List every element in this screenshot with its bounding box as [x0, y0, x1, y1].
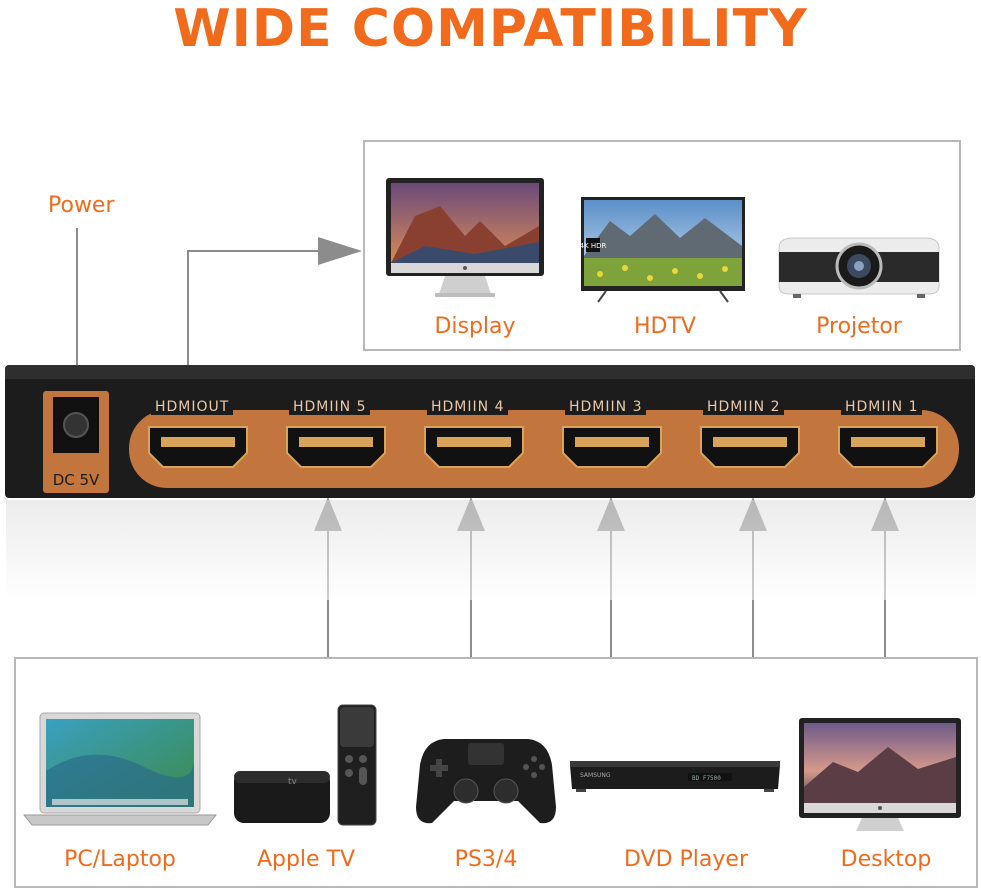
page-title: WIDE COMPATIBILITY	[173, 0, 808, 59]
output-label-display: Display	[434, 314, 516, 339]
source-label-dvd-player: DVD Player	[624, 847, 748, 872]
source-label-apple-tv: Apple TV	[256, 847, 356, 872]
hdmi-in-3-port[interactable]	[562, 426, 662, 468]
device-reflection	[6, 500, 976, 600]
hdmi-in-2-port[interactable]	[700, 426, 800, 468]
gamepad-icon	[416, 739, 556, 824]
hdtv-icon: 4K HDR	[580, 197, 745, 303]
port-label-hdmi-in-3: HDMIIN 3	[565, 399, 647, 415]
source-label-ps3-4: PS3/4	[454, 847, 518, 872]
source-label-desktop: Desktop	[840, 847, 932, 872]
output-devices-box: Display 4K HDR HDTV Projetor	[363, 140, 961, 351]
output-label-hdtv: HDTV	[634, 314, 696, 339]
svg-text:SAMSUNG: SAMSUNG	[580, 772, 611, 779]
hdmi-out-port[interactable]	[148, 426, 248, 468]
projector-icon	[778, 237, 940, 298]
dc-power-panel: DC 5V	[43, 391, 109, 493]
port-label-hdmi-in-2: HDMIIN 2	[703, 399, 785, 415]
imac-display-icon	[386, 178, 544, 297]
dvd-player-icon: SAMSUNG BD F7500	[570, 761, 780, 792]
power-label: Power	[48, 193, 115, 218]
tv-4k-badge: 4K HDR	[580, 242, 607, 250]
hdmi-in-1-port[interactable]	[838, 426, 938, 468]
dc-label: DC 5V	[52, 471, 100, 489]
laptop-icon	[22, 712, 218, 826]
dc-power-jack[interactable]	[53, 397, 99, 453]
port-label-hdmi-in-1: HDMIIN 1	[841, 399, 923, 415]
port-label-hdmi-in-5: HDMIIN 5	[289, 399, 371, 415]
hdmi-switch-device: DC 5V HDMIOUT HDMIIN 5 HDMIIN 4 HDMIIN 3…	[5, 365, 975, 498]
desktop-icon	[799, 718, 961, 831]
svg-text:tv: tv	[288, 777, 298, 787]
hdmi-port-panel: HDMIOUT HDMIIN 5 HDMIIN 4 HDMIIN 3 HDMII…	[129, 399, 959, 488]
port-label-hdmi-out: HDMIOUT	[151, 399, 234, 415]
svg-text:BD F7500: BD F7500	[692, 775, 721, 782]
output-arrow-head	[318, 237, 362, 265]
hdmi-in-4-port[interactable]	[424, 426, 524, 468]
apple-tv-icon: tv	[234, 704, 377, 826]
port-label-hdmi-in-4: HDMIIN 4	[427, 399, 509, 415]
output-label-projector: Projetor	[816, 314, 902, 339]
hdmi-in-5-port[interactable]	[286, 426, 386, 468]
source-devices-box: PC/Laptop tv Apple TV PS3/4 SAMSUNG BD F…	[14, 657, 978, 888]
hdmi-ports	[148, 426, 938, 468]
source-label-pc-laptop: PC/Laptop	[64, 847, 176, 872]
